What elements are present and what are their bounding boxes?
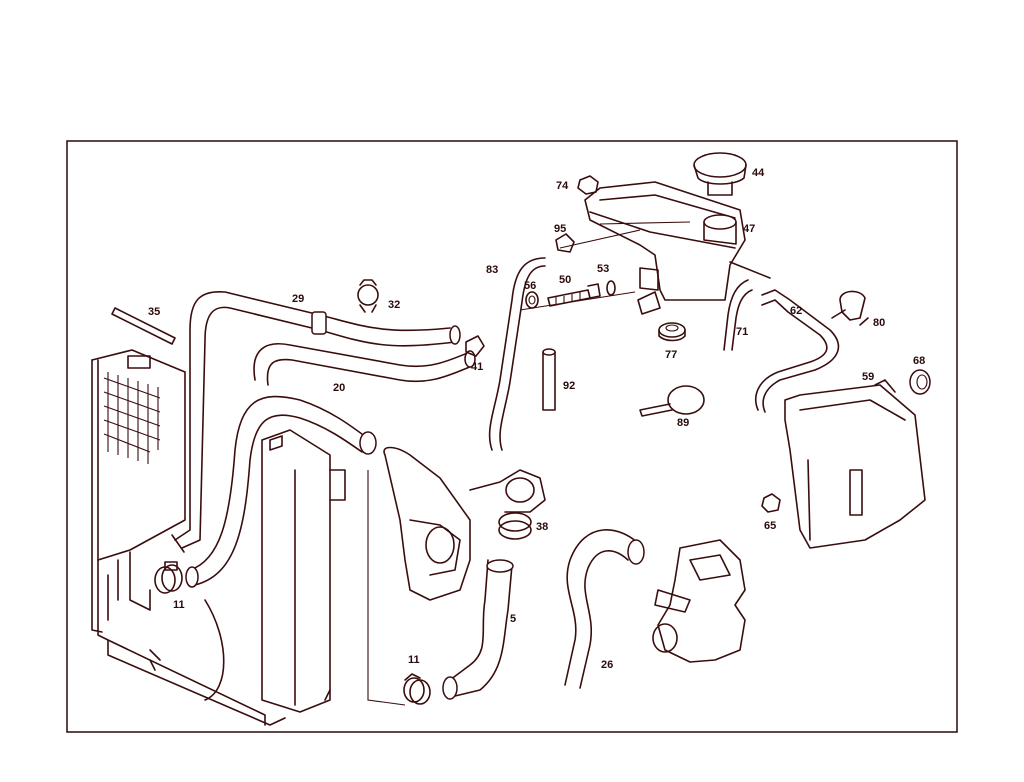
part-labels: 74 44 47 95 83 53 50 56 71 62 80 77 35 2… [148,167,925,671]
diagram-frame [66,140,958,733]
label-68: 68 [913,355,925,367]
grommet-77[interactable] [658,322,686,342]
label-26: 26 [601,659,613,671]
label-11-left: 11 [173,599,185,611]
hose-71[interactable] [723,279,753,351]
nut-74[interactable] [577,175,599,195]
label-47: 47 [743,223,755,235]
label-56: 56 [524,280,536,292]
hose-clamp-11-bottom[interactable] [403,673,431,705]
label-11-bottom: 11 [408,654,420,666]
label-29: 29 [292,293,304,305]
cable-tie-89[interactable] [639,385,705,417]
label-59: 59 [862,371,874,383]
sealing-ring-53[interactable] [606,280,616,296]
label-83: 83 [486,264,498,276]
thermostat-housing[interactable] [652,539,746,663]
hose-20[interactable] [253,343,476,386]
label-5: 5 [510,613,516,625]
label-95: 95 [554,223,566,235]
temperature-sensor-50[interactable] [547,283,601,307]
water-pump-housing[interactable] [383,446,546,601]
strip-35[interactable] [111,307,176,345]
label-89: 89 [677,417,689,429]
label-50: 50 [559,274,571,286]
hose-62[interactable] [754,289,840,413]
hose-92[interactable] [542,348,556,411]
leader-line [367,470,406,706]
label-62: 62 [790,305,802,317]
coolant-expansion-tank[interactable] [584,181,771,315]
nut-65[interactable] [761,493,781,513]
hose-29[interactable] [171,290,461,553]
coolant-reservoir-59[interactable] [784,379,926,549]
label-77: 77 [665,349,677,361]
sealing-ring-56[interactable] [525,291,539,309]
pressure-cap-44[interactable] [693,152,747,196]
label-38: 38 [536,521,548,533]
radiator[interactable] [91,349,346,726]
clip-80[interactable] [831,290,869,326]
label-74: 74 [556,180,569,192]
label-92: 92 [563,380,575,392]
hose-83[interactable] [488,257,546,451]
label-44: 44 [752,167,765,179]
hose-clamp-11-left[interactable] [154,561,183,594]
label-53: 53 [597,263,609,275]
label-80: 80 [873,317,885,329]
grommet-68[interactable] [909,369,931,395]
hose-radiator-lower[interactable] [185,395,377,588]
label-35: 35 [148,306,160,318]
hose-5[interactable] [442,559,514,700]
hose-clamp-38[interactable] [498,512,532,540]
label-71: 71 [736,326,748,338]
label-32: 32 [388,299,400,311]
clamp-95[interactable] [555,233,575,253]
label-41: 41 [471,361,483,373]
label-65: 65 [764,520,776,532]
hose-26[interactable] [564,529,645,689]
clamp-32[interactable] [357,279,379,313]
label-20: 20 [333,382,345,394]
connector-41[interactable] [465,335,485,357]
